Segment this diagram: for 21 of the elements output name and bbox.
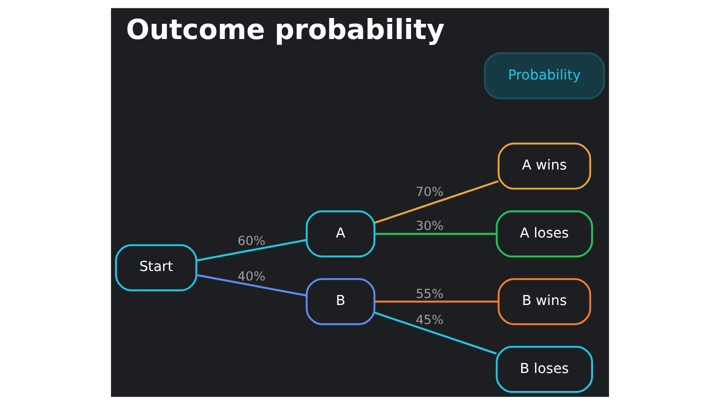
- node-box: A: [306, 210, 376, 258]
- edge-label: 60%: [238, 233, 266, 248]
- connector: [374, 312, 497, 355]
- connector: [374, 180, 499, 224]
- node-box: Probability: [484, 52, 605, 100]
- connector: [196, 274, 307, 296]
- node-box: A loses: [496, 210, 593, 258]
- edge-label: 70%: [416, 184, 444, 200]
- node-box: B: [306, 278, 376, 326]
- diagram-title: Outcome probability: [126, 12, 445, 46]
- connector: [374, 300, 498, 303]
- node-box: Start: [115, 244, 198, 292]
- node-box: A wins: [498, 142, 592, 190]
- connector: [196, 239, 307, 262]
- node-box: B wins: [498, 278, 592, 326]
- edge-label: 45%: [416, 312, 444, 328]
- edge-label: 55%: [416, 286, 444, 301]
- node-box: B loses: [496, 346, 593, 393]
- edge-label: 40%: [238, 268, 266, 284]
- connector: [374, 232, 496, 235]
- edge-label: 30%: [416, 218, 444, 234]
